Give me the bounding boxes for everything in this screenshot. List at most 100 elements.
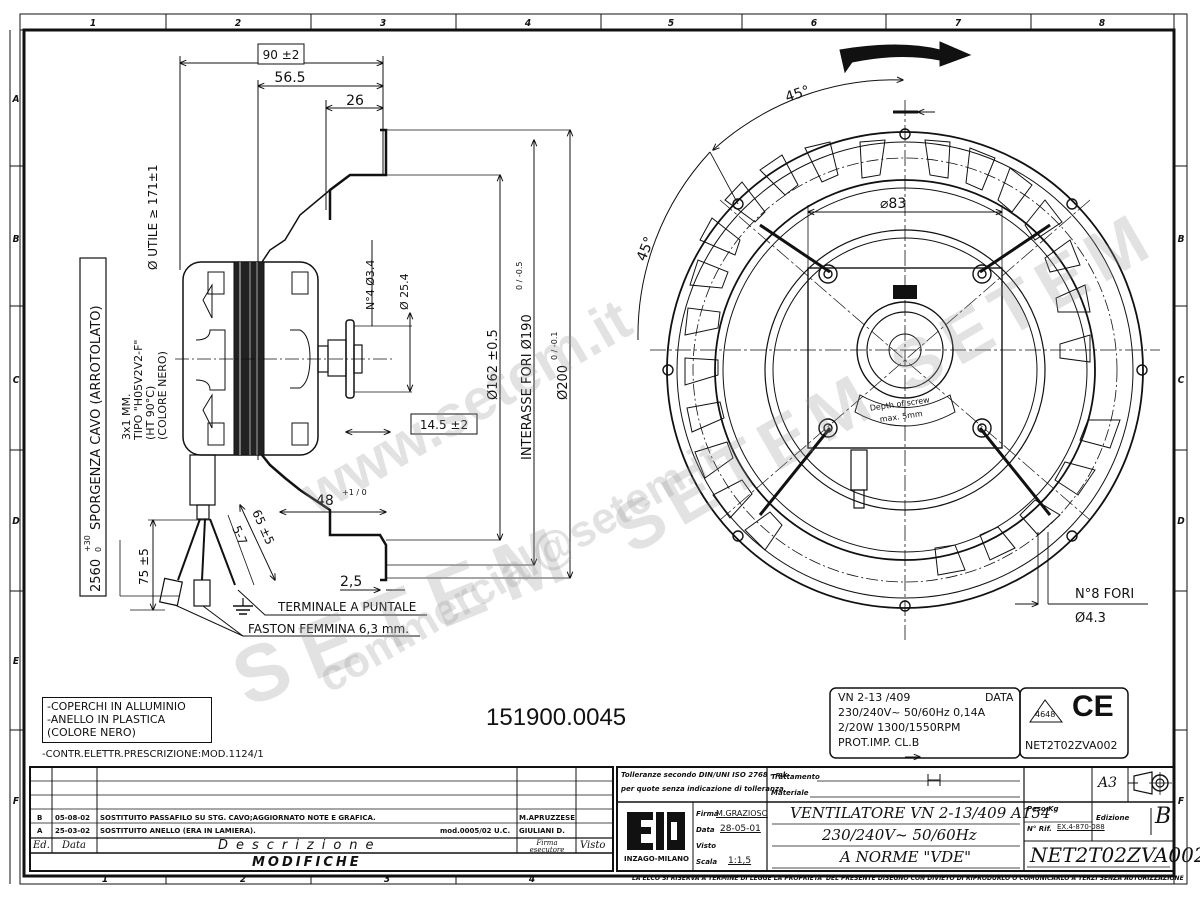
column-label-3: 3 — [380, 18, 386, 29]
signed-label: Firma — [696, 810, 719, 818]
dim-diameter-200: Ø200 — [556, 365, 571, 400]
rating-date-label: DATA — [985, 691, 1014, 704]
note-ring: -ANELLO IN PLASTICA — [47, 713, 166, 726]
rating-plate-frame — [829, 687, 1129, 758]
drawing-number: NET2T02ZVA002 — [1030, 843, 1200, 867]
title-block-frame — [616, 766, 1175, 872]
dim-hub-offset: 14.5 ±2 — [420, 418, 468, 432]
row-label-b-right: B — [1178, 234, 1185, 245]
reference-value: EX.4-870-088 — [1057, 823, 1105, 831]
cable-spec-line-2: TIPO "H05V2V2-F" — [132, 340, 145, 441]
revision-description: SOSTITUITO PASSAFILO SU STG. CAVO;AGGIOR… — [100, 814, 376, 822]
holes-diameter-label: Ø4.3 — [1075, 611, 1106, 626]
drawing-title-line-3: A NORME "VDE" — [840, 848, 972, 866]
dim-diameter-162: Ø162 ±0.5 — [486, 329, 501, 400]
row-label-c: C — [13, 375, 20, 386]
dim-hole-pitch-190: INTERASSE FORI Ø190 — [520, 314, 535, 460]
revision-date: 05-08-02 — [55, 814, 91, 822]
note-covers: -COPERCHI IN ALLUMINIO — [47, 700, 186, 713]
revision-note: mod.0005/02 U.C. — [440, 827, 511, 835]
dim-overall-length: 90 ±2 — [263, 48, 300, 62]
revision-signed: GIULIANI D. — [519, 827, 565, 835]
rating-protection-class: PROT.IMP. CL.B — [838, 736, 920, 749]
company-location: INZAGO-MILANO — [624, 855, 689, 863]
front-view-fan — [637, 80, 1160, 640]
scale-value: 1:1,5 — [728, 856, 752, 866]
row-label-f: F — [13, 796, 20, 807]
front-view-dimensions: 45° 45° ⌀83 Depth of screw max. 5mm N°8 … — [634, 83, 1134, 626]
weight-label: Peso Kg — [1027, 805, 1059, 813]
cable-spec-line-3: (HT 90°C) — [144, 386, 157, 440]
elco-logo-icon — [627, 812, 685, 850]
angle-45-left: 45° — [634, 234, 658, 263]
revision-table-frame — [29, 766, 614, 872]
label-screw-max: max. 5mm — [879, 409, 923, 424]
angle-45-top: 45° — [783, 83, 812, 106]
column-label-4: 4 — [525, 18, 531, 29]
row-label-d: D — [12, 516, 20, 527]
dim-48: 48 — [316, 493, 334, 509]
bottom-column-label-3: 3 — [384, 874, 390, 885]
tolerance-note-1: Tolleranze secondo DIN/UNI ISO 2768 - mk — [621, 771, 788, 779]
column-label-8: 8 — [1099, 18, 1105, 29]
dim-75: 75 ±5 — [137, 548, 151, 585]
revision-date: 25-03-02 — [55, 827, 91, 835]
dim-56-5: 56.5 — [274, 70, 305, 86]
column-label-1: 1 — [90, 18, 96, 29]
tolerance-note-2: per quote senza indicazione di tolleranz… — [621, 785, 784, 793]
vde-cert-mark-icon: 4648 — [1035, 710, 1056, 719]
part-number: 151900.0045 — [486, 704, 627, 731]
label-faston: FASTON FEMMINA 6,3 mm. — [248, 622, 409, 636]
dim-useful-diameter: Ø UTILE ≥ 171±1 — [146, 165, 160, 270]
visto-label: Visto — [696, 842, 717, 850]
rating-code: NET2T02ZVA002 — [1025, 739, 1118, 752]
dim-hub-diameter: Ø 25.4 — [398, 273, 411, 310]
rating-voltage: 230/240V~ 50/60Hz 0,14A — [838, 706, 986, 719]
scale-label: Scala — [696, 858, 718, 866]
signed-value: M.GRAZIOSO — [716, 809, 768, 818]
copyright-notice: LA ELCO SI RISERVA A TERMINE DI LEGGE LA… — [632, 875, 1184, 882]
bottom-column-label-2: 2 — [240, 874, 246, 885]
cable-spec-line-1: 3x1 MM. — [120, 394, 133, 440]
column-label-6: 6 — [811, 18, 817, 29]
revision-signed: M.APRUZZESE — [519, 814, 576, 822]
holes-count-label: N°8 FORI — [1075, 587, 1134, 602]
dim-48-tolerance: +1 / 0 — [342, 488, 367, 497]
row-label-d-right: D — [1177, 516, 1185, 527]
revision-header-ed: Ed. — [33, 840, 50, 851]
dim-65: 65 ±5 — [249, 508, 277, 547]
row-label-b: B — [13, 234, 20, 245]
revision-header-date: Data — [62, 840, 86, 851]
drawing-title-line-1: VENTILATORE VN 2-13/409 A154 — [790, 804, 1051, 822]
revision-table-title: MODIFICHE — [252, 855, 362, 870]
material-label: Materiale — [771, 789, 809, 797]
date-value: 28-05-01 — [720, 824, 761, 834]
cable-length-tol-plus: +30 — [83, 535, 92, 552]
cable-length-description: SPORGENZA CAVO (ARROTOLATO) — [89, 305, 104, 530]
column-label-7: 7 — [955, 18, 962, 29]
materials-notes-box: -COPERCHI IN ALLUMINIO -ANELLO IN PLASTI… — [42, 697, 212, 743]
cable-length-tol-minus: 0 — [94, 547, 103, 552]
revision-description: SOSTITUITO ANELLO (ERA IN LAMIERA). — [100, 827, 256, 835]
column-label-2: 2 — [235, 18, 241, 29]
edition-label: Edizione — [1096, 814, 1130, 822]
dim-2-5: 2,5 — [340, 574, 362, 590]
revision-ed: A — [37, 827, 43, 835]
bottom-column-label-1: 1 — [102, 874, 108, 885]
rating-model: VN 2-13 /409 — [838, 691, 911, 704]
row-label-c-right: C — [1178, 375, 1185, 386]
revision-header-description: Descrizione — [218, 838, 382, 853]
dim-190-tolerance: 0 / -0.5 — [515, 262, 524, 290]
revision-header-visto: Visto — [580, 840, 606, 851]
column-label-5: 5 — [668, 18, 674, 29]
frame-labels: 1 2 3 4 5 6 7 8 A B C D E F B C D F 1 2 … — [12, 18, 1186, 885]
cable-length-value: 2560 — [89, 559, 104, 592]
bottom-column-label-4: 4 — [529, 874, 535, 885]
revision-ed: B — [37, 814, 43, 822]
treatment-label: Trattamento — [771, 773, 820, 781]
dim-square-83: ⌀83 — [880, 196, 906, 212]
dim-26: 26 — [346, 93, 364, 109]
label-terminal: TERMINALE A PUNTALE — [277, 600, 416, 614]
